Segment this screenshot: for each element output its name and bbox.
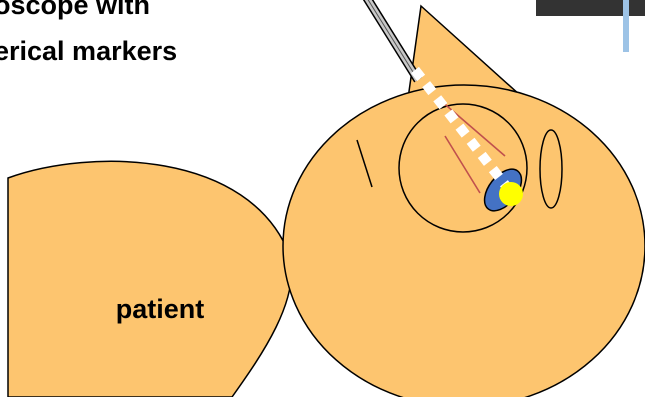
title-text: oscope with erical markers (0, 0, 177, 74)
patient-body (8, 161, 292, 397)
patient-label: patient (116, 294, 205, 324)
eye-circle (399, 104, 527, 232)
marker-dot (499, 182, 523, 206)
